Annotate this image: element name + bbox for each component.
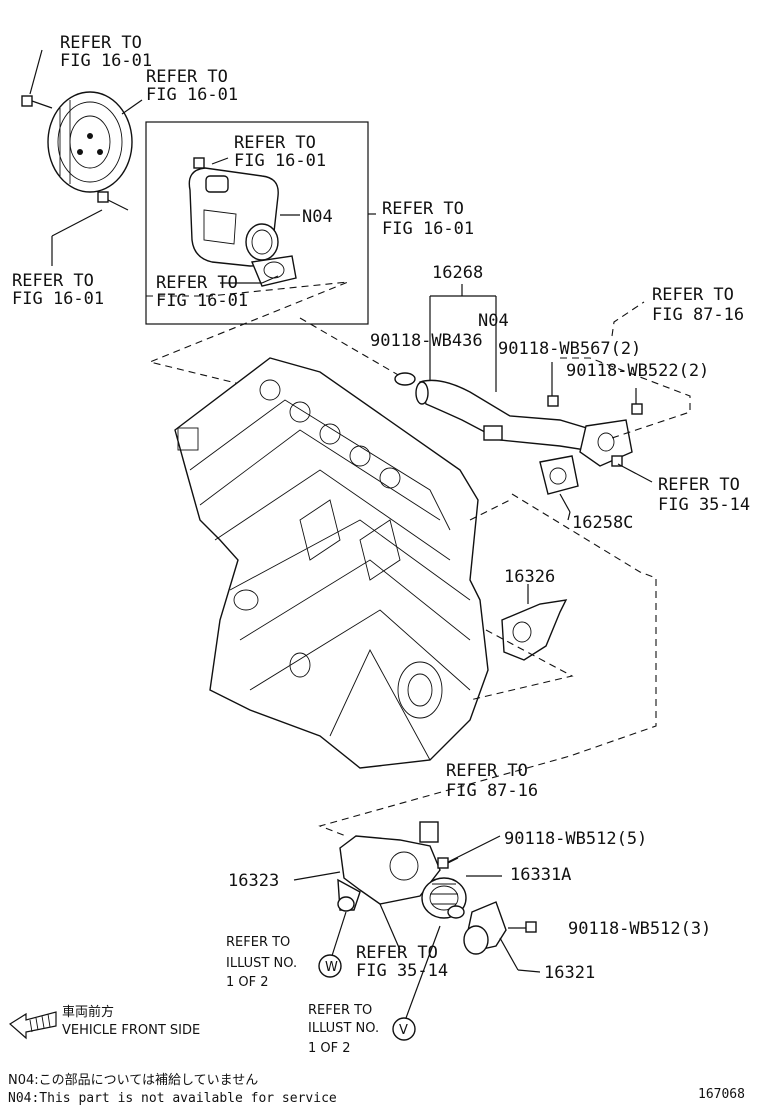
part-label-n04: N04	[302, 207, 333, 227]
part-label-16321[interactable]: 16321	[544, 963, 595, 983]
note-en: N04:This part is not available for servi…	[8, 1091, 337, 1106]
water-pump-gasket	[251, 255, 297, 287]
vehicle-front-en: VEHICLE FRONT SIDE	[62, 1023, 200, 1038]
water-pump-body	[188, 167, 300, 267]
illust-refer-label: REFER TO	[226, 935, 290, 950]
pulley-bolt-lower	[97, 191, 129, 211]
illust-refer-label: REFER TO	[308, 1003, 372, 1018]
illust-v-circle	[392, 1017, 416, 1041]
part-label-16323[interactable]: 16323	[228, 871, 279, 891]
refer-label: REFER TO	[356, 943, 438, 963]
fig-ref-16-01[interactable]: FIG 16-01	[382, 219, 474, 239]
engine-block	[174, 357, 489, 769]
bolt-wb512-5	[437, 857, 449, 869]
part-label-90118-wb512-5[interactable]: 90118-WB512(5)	[504, 829, 647, 849]
illust-page-label: 1 OF 2	[308, 1041, 351, 1056]
illust-w-circle	[318, 954, 342, 978]
illust-v-letter[interactable]: V	[399, 1023, 408, 1038]
water-pipe	[415, 379, 633, 467]
note-jp: N04:この部品については補給していません	[8, 1073, 258, 1088]
part-label-16268[interactable]: 16268	[432, 263, 483, 283]
vehicle-front-arrow-icon	[8, 1011, 57, 1040]
refer-label: REFER TO	[60, 33, 142, 53]
illust-no-label: ILLUST NO.	[226, 956, 297, 971]
part-label-90118-wb512-3[interactable]: 90118-WB512(3)	[568, 919, 711, 939]
illust-w-letter[interactable]: W	[325, 960, 338, 975]
illust-no-label: ILLUST NO.	[308, 1021, 379, 1036]
o-ring	[394, 372, 416, 386]
refer-label: REFER TO	[146, 67, 228, 87]
bolt-wb522	[631, 403, 643, 415]
part-label-90118-wb567[interactable]: 90118-WB567(2)	[498, 339, 641, 359]
refer-label: REFER TO	[658, 475, 740, 495]
fig-ref-16-01[interactable]: FIG 16-01	[156, 291, 248, 311]
fig-ref-16-01[interactable]: FIG 16-01	[146, 85, 238, 105]
bolt-wb567	[547, 395, 559, 407]
fig-ref-35-14[interactable]: FIG 35-14	[658, 495, 750, 515]
thermostat-16331a	[421, 877, 467, 919]
refer-label: REFER TO	[156, 273, 238, 293]
refer-label: REFER TO	[446, 761, 528, 781]
water-inlet-16323	[337, 821, 441, 912]
part-label-90118-wb522[interactable]: 90118-WB522(2)	[566, 361, 709, 381]
fig-ref-35-14[interactable]: FIG 35-14	[356, 961, 448, 981]
pulley-assembly	[47, 91, 133, 193]
part-label-16326[interactable]: 16326	[504, 567, 555, 587]
water-outlet-16321	[463, 901, 507, 955]
vehicle-front-jp: 車両前方	[62, 1004, 114, 1020]
figure-number: 167068	[698, 1087, 745, 1102]
pipe-stud	[611, 455, 623, 467]
water-pump-box	[145, 121, 369, 325]
fig-ref-87-16[interactable]: FIG 87-16	[652, 305, 744, 325]
gasket-16258c	[539, 455, 579, 495]
pulley-bolt-upper	[21, 95, 53, 109]
part-label-16258c[interactable]: 16258C	[572, 513, 633, 533]
fig-ref-87-16[interactable]: FIG 87-16	[446, 781, 538, 801]
refer-label: REFER TO	[234, 133, 316, 153]
part-label-90118-wb436[interactable]: 90118-WB436	[370, 331, 483, 351]
part-label-16331a[interactable]: 16331A	[510, 865, 571, 885]
refer-label: REFER TO	[652, 285, 734, 305]
refer-label: REFER TO	[382, 199, 464, 219]
fig-ref-16-01[interactable]: FIG 16-01	[60, 51, 152, 71]
gasket-16326	[501, 599, 568, 661]
part-label-n04: N04	[478, 311, 509, 331]
water-pump-bolt	[193, 157, 205, 169]
fig-ref-16-01[interactable]: FIG 16-01	[234, 151, 326, 171]
illust-page-label: 1 OF 2	[226, 975, 269, 990]
refer-label: REFER TO	[12, 271, 94, 291]
fig-ref-16-01[interactable]: FIG 16-01	[12, 289, 104, 309]
bolt-wb512-3	[525, 921, 537, 933]
